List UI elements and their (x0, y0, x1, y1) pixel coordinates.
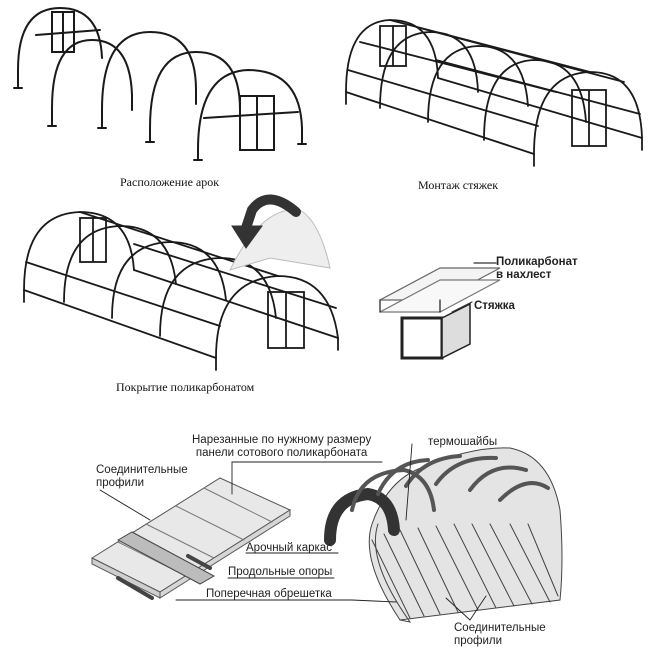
label-cross-lathing: Поперечная обрешетка (206, 588, 332, 600)
caption-arch-placement: Расположение арок (120, 175, 220, 189)
label-leader-lines (99, 443, 487, 621)
overlap-detail-drawing (379, 262, 501, 360)
label-tie: Стяжка (474, 300, 515, 312)
label-polycarbonate-overlap: Поликарбонат в нахлест (496, 256, 578, 281)
label-connecting-profiles-right: Соединительные профили (454, 622, 546, 647)
tie-installation-drawing (345, 19, 643, 167)
polycarbonate-cover-drawing (23, 211, 339, 371)
arched-tunnel-drawing (324, 447, 563, 623)
label-thermal-washers: термошайбы (428, 436, 498, 448)
caption-tie-installation: Монтаж стяжек (418, 178, 499, 192)
label-connecting-profiles-left: Соединительные профили (96, 464, 188, 489)
caption-polycarbonate-cover: Покрытие поликарбонатом (116, 380, 255, 394)
label-longitudinal-supports: Продольные опоры (228, 566, 333, 578)
label-arch-frame: Арочный каркас (246, 542, 332, 554)
curved-arrow-icon (241, 194, 301, 233)
flat-panel-drawing (90, 477, 292, 600)
arch-placement-drawing (13, 6, 307, 161)
label-cut-panels: Нарезанные по нужному размеру панели сот… (192, 434, 372, 459)
